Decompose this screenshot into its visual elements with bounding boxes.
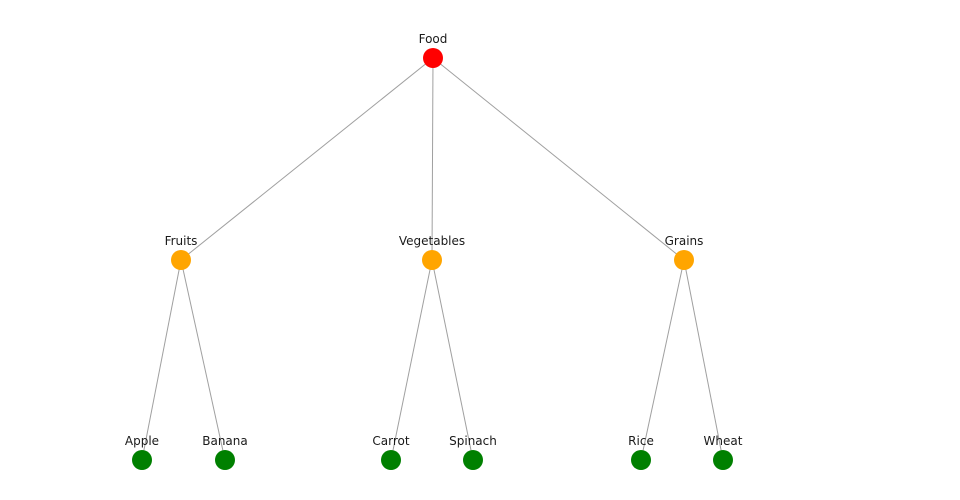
tree-edge-fruits-apple — [141, 259, 182, 461]
tree-node-vegetables — [422, 250, 442, 270]
tree-node-label-vegetables: Vegetables — [399, 234, 465, 248]
tree-node-carrot — [381, 450, 401, 470]
tree-node-label-rice: Rice — [628, 434, 654, 448]
tree-edge-vegetables-carrot — [390, 259, 433, 461]
tree-node-apple — [132, 450, 152, 470]
tree-edge-food-fruits — [180, 57, 434, 261]
tree-node-label-carrot: Carrot — [372, 434, 409, 448]
tree-node-label-food: Food — [419, 32, 448, 46]
tree-node-banana — [215, 450, 235, 470]
tree-edge-food-vegetables — [431, 57, 434, 261]
tree-node-rice — [631, 450, 651, 470]
tree-node-fruits — [171, 250, 191, 270]
tree-node-label-banana: Banana — [202, 434, 248, 448]
tree-node-grains — [674, 250, 694, 270]
tree-node-label-fruits: Fruits — [165, 234, 198, 248]
tree-edge-food-grains — [432, 57, 685, 261]
tree-node-label-grains: Grains — [665, 234, 704, 248]
tree-edge-fruits-banana — [180, 259, 226, 461]
tree-node-label-spinach: Spinach — [449, 434, 497, 448]
tree-edge-grains-rice — [640, 259, 685, 461]
nodes-layer — [132, 48, 733, 470]
tree-node-label-wheat: Wheat — [704, 434, 743, 448]
tree-node-label-apple: Apple — [125, 434, 159, 448]
tree-node-food — [423, 48, 443, 68]
tree-edge-vegetables-spinach — [431, 259, 474, 461]
tree-node-spinach — [463, 450, 483, 470]
tree-edge-grains-wheat — [683, 259, 724, 461]
tree-node-wheat — [713, 450, 733, 470]
edges-layer — [141, 57, 724, 461]
